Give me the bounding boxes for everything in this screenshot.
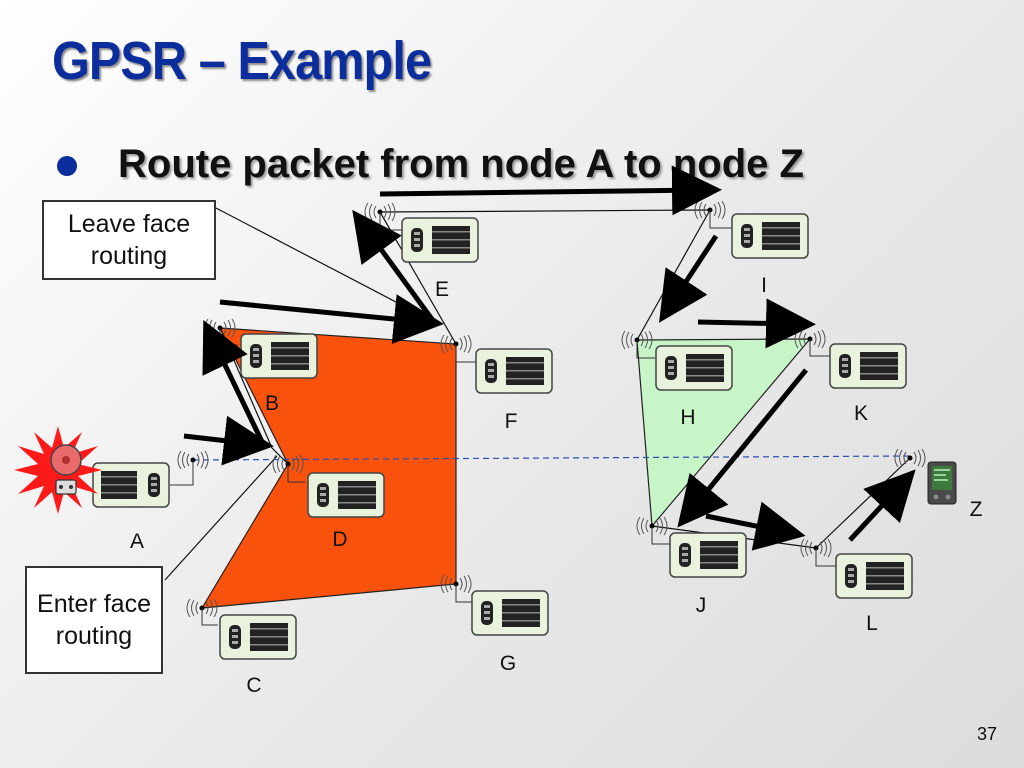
node-label-z: Z	[970, 498, 983, 521]
node-label-j: J	[696, 594, 707, 617]
leave-face-routing-callout: Leave face routing	[42, 200, 216, 280]
node-label-c: C	[246, 674, 261, 697]
node-label-h: H	[680, 406, 695, 429]
node-label-e: E	[435, 278, 449, 301]
node-label-g: G	[500, 652, 516, 675]
alarm-bell-icon	[14, 426, 102, 514]
slide-title: GPSR – Example	[52, 31, 432, 91]
pda-device-icon	[927, 461, 957, 505]
node-label-a: A	[130, 530, 144, 553]
node-label-f: F	[505, 410, 518, 433]
routing-arrows	[183, 165, 916, 551]
node-label-k: K	[854, 402, 868, 425]
node-label-b: B	[265, 392, 279, 415]
node-label-l: L	[866, 612, 878, 635]
slide-number: 37	[976, 724, 997, 744]
node-label-d: D	[332, 528, 347, 551]
left-face	[200, 327, 457, 609]
enter-face-routing-callout: Enter face routing	[25, 566, 163, 674]
node-label-i: I	[761, 274, 767, 297]
bullet-dot	[57, 156, 77, 176]
